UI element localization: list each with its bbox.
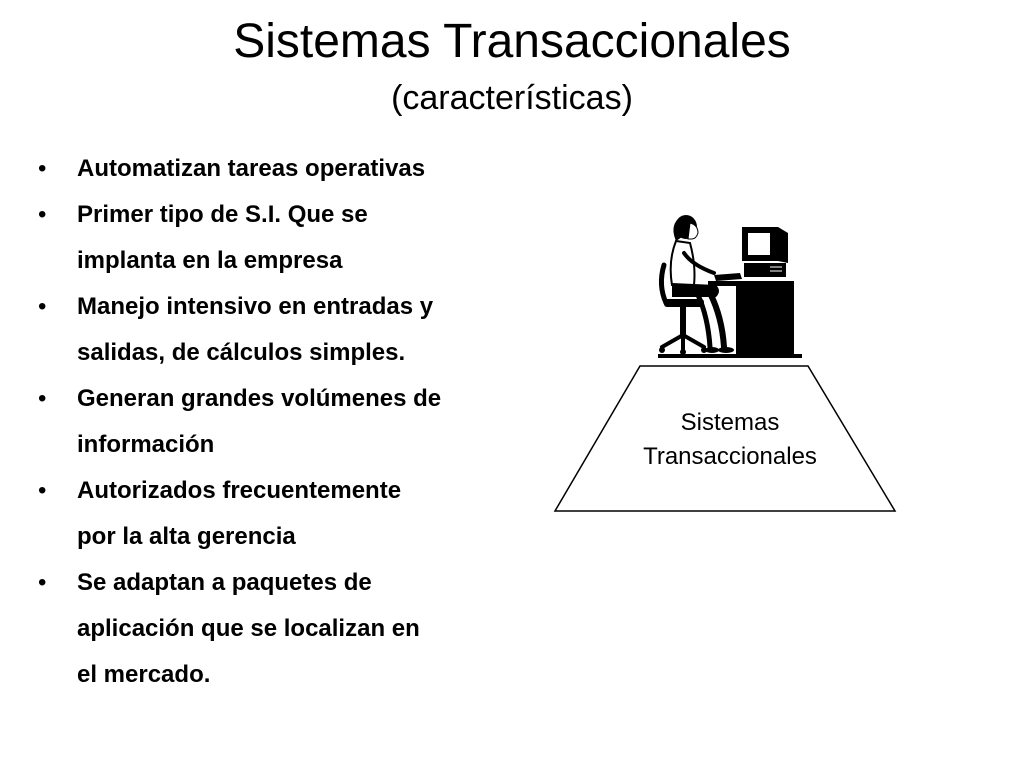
slide-title: Sistemas Transaccionales [233, 15, 791, 68]
bullet-text: Generan grandes volúmenes de [77, 385, 442, 412]
bullet-text-continued: información [77, 431, 215, 458]
bullet-text: Primer tipo de S.I. Que se [77, 201, 368, 228]
figure-svg [553, 215, 897, 512]
bullet-list: • Automatizan tareas operativas • Primer… [34, 146, 534, 698]
person-at-computer-icon [658, 215, 802, 358]
bullet-text-continued: por la alta gerencia [77, 523, 296, 550]
bullet-marker: • [38, 569, 47, 596]
bullet-marker: • [38, 477, 47, 504]
bullet-text-continued: aplicación que se localizan en [77, 615, 420, 642]
slide-subtitle: (características) [391, 79, 633, 117]
pyramid-label-line2: Transaccionales [643, 443, 817, 470]
bullet-text: Manejo intensivo en entradas y [77, 293, 434, 320]
bullet-marker: • [38, 155, 47, 182]
bullet-marker: • [38, 385, 47, 412]
pyramid-label-line1: Sistemas [680, 409, 780, 436]
bullet-item: • Primer tipo de S.I. Que se implanta en… [34, 192, 534, 284]
bullet-item: • Generan grandes volúmenes de informaci… [34, 376, 534, 468]
bullet-item: • Automatizan tareas operativas [34, 146, 534, 192]
bullet-text: Automatizan tareas operativas [77, 155, 426, 182]
pyramid-shape [553, 365, 897, 512]
bullet-text-continued: salidas, de cálculos simples. [77, 339, 406, 366]
bullet-text: Se adaptan a paquetes de [77, 569, 372, 596]
pyramid-label: Sistemas Transaccionales [600, 406, 860, 474]
bullet-marker: • [38, 293, 47, 320]
bullet-item: • Se adaptan a paquetes de aplicación qu… [34, 560, 534, 698]
bullet-text: Autorizados frecuentemente [77, 477, 402, 504]
bullet-item: • Autorizados frecuentemente por la alta… [34, 468, 534, 560]
bullet-text-continued: el mercado. [77, 661, 211, 688]
bullet-marker: • [38, 201, 47, 228]
bullet-item: • Manejo intensivo en entradas y salidas… [34, 284, 534, 376]
transaction-systems-figure [550, 205, 900, 515]
bullet-text-continued: implanta en la empresa [77, 247, 343, 274]
